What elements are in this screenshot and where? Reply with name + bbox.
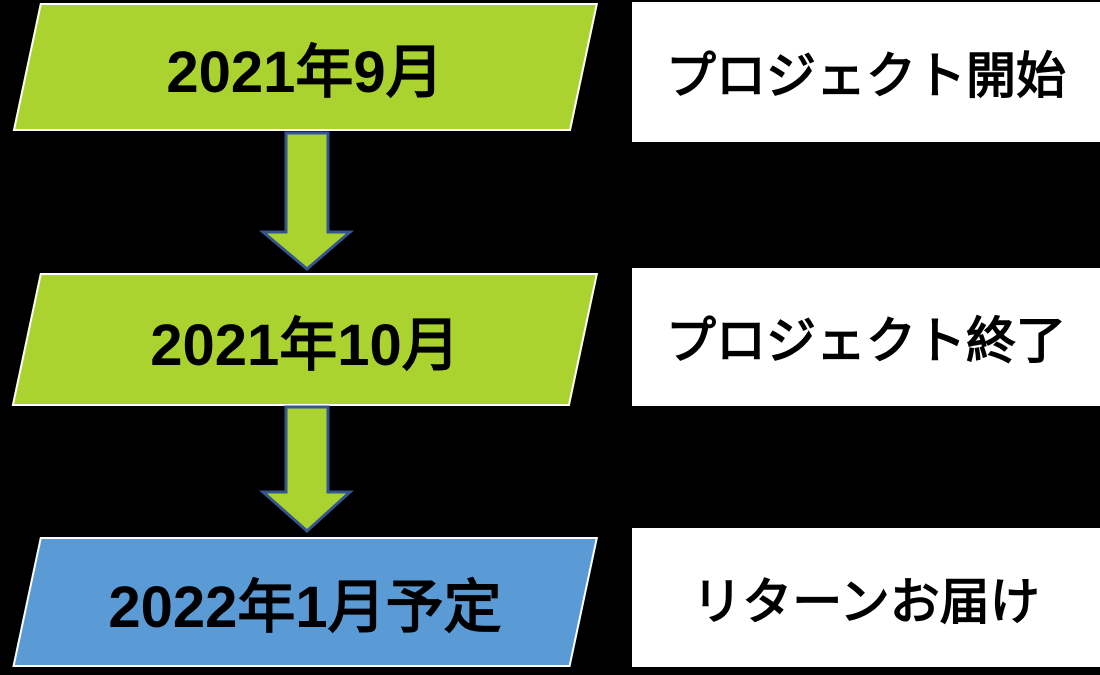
down-arrow-icon — [258, 131, 355, 271]
step-3-date: 2022年1月予定 — [108, 575, 502, 640]
step-1-label: プロジェクト開始 — [666, 48, 1066, 104]
step-1-label-box: プロジェクト開始 — [632, 2, 1100, 142]
step-3-label: リターンお届け — [692, 573, 1040, 630]
step-2-label-box: プロジェクト終了 — [632, 268, 1100, 406]
step-3-label-box: リターンお届け — [632, 528, 1100, 667]
step-1-date: 2021年9月 — [166, 40, 444, 105]
step-2-label: プロジェクト終了 — [666, 313, 1066, 369]
down-arrow-icon — [259, 405, 354, 534]
step-2-date: 2021年10月 — [150, 312, 460, 378]
